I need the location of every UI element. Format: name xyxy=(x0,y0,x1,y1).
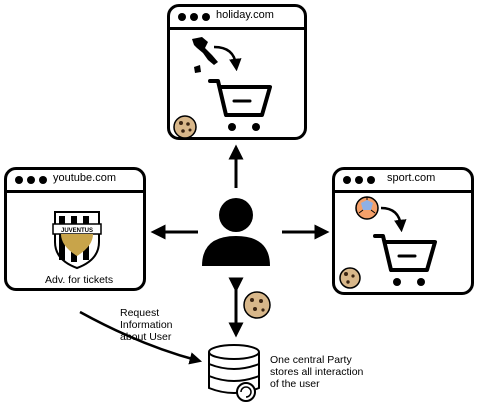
holiday-content xyxy=(173,37,272,139)
window-dot-icon xyxy=(178,13,186,21)
window-dot-icon xyxy=(202,13,210,21)
sport-window: sport.com xyxy=(332,167,474,295)
arrow-youtube-to-database xyxy=(79,310,203,365)
window-dot-icon xyxy=(343,176,351,184)
window-dot-icon xyxy=(367,176,375,184)
holiday-title-bar: holiday.com xyxy=(170,7,304,30)
window-dot-icon xyxy=(190,13,198,21)
request-label: Request Information about User xyxy=(120,307,173,343)
cart-wheel-icon xyxy=(393,278,401,286)
youtube-window: youtube.com JUVENTUS Adv. for tickets xyxy=(4,167,146,291)
central-party-label-line: One central Party xyxy=(270,354,352,366)
svg-text:JUVENTUS: JUVENTUS xyxy=(61,228,93,234)
youtube-title-bar: youtube.com xyxy=(7,170,143,193)
youtube-title: youtube.com xyxy=(53,172,116,184)
sport-content xyxy=(339,196,437,289)
window-dot-icon xyxy=(355,176,363,184)
sport-title: sport.com xyxy=(387,172,436,184)
shopping-cart-icon xyxy=(208,79,272,117)
holiday-curved-arrow xyxy=(213,45,242,72)
sport-curved-arrow xyxy=(380,206,407,233)
ball-icon xyxy=(355,196,379,220)
juventus-logo-icon: JUVENTUS xyxy=(52,211,102,270)
request-label-line: about User xyxy=(120,331,172,343)
central-party-label-line: of the user xyxy=(270,378,320,390)
italy-map-icon xyxy=(192,37,218,73)
youtube-content: JUVENTUS xyxy=(52,211,102,270)
youtube-ad-label: Adv. for tickets xyxy=(45,274,114,286)
shopping-cart-icon xyxy=(373,234,437,272)
cookie-icon xyxy=(339,267,361,289)
central-party-label: One central Party stores all interaction… xyxy=(270,354,363,390)
cart-wheel-icon xyxy=(252,123,260,131)
request-label-line: Information xyxy=(120,319,173,331)
window-dot-icon xyxy=(15,176,23,184)
window-dot-icon xyxy=(39,176,47,184)
window-dot-icon xyxy=(27,176,35,184)
cart-wheel-icon xyxy=(228,123,236,131)
holiday-window: holiday.com xyxy=(167,4,307,140)
cart-wheel-icon xyxy=(417,278,425,286)
holiday-title: holiday.com xyxy=(216,9,274,21)
request-label-line: Request xyxy=(120,307,160,319)
central-party-label-line: stores all interaction xyxy=(270,366,364,378)
cookie-icon xyxy=(173,115,197,139)
sport-title-bar: sport.com xyxy=(335,170,471,193)
